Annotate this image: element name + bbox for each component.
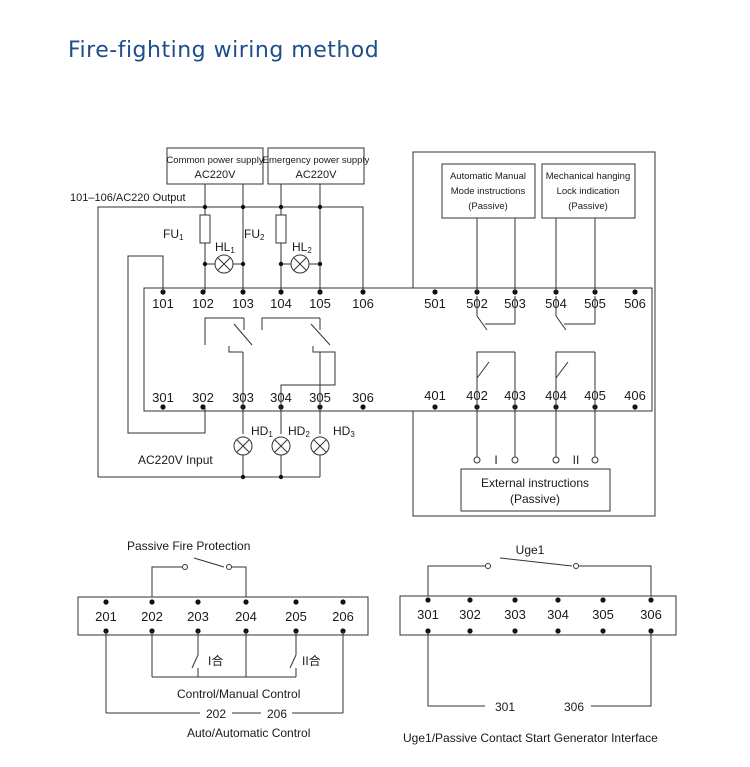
- main-terminal-strip: [143, 287, 653, 412]
- passive-fire-label: Passive Fire Protection: [127, 539, 250, 553]
- main-top-right-dot-top-0: [432, 289, 438, 295]
- uge-strip-terminal-label: 303: [504, 607, 526, 622]
- fire-terminal-strip: [77, 596, 369, 636]
- fu2-label: FU2: [244, 227, 265, 242]
- ac-input-label: AC220V Input: [138, 453, 213, 467]
- hl2-label: HL2: [292, 240, 312, 255]
- uge-strip-dot-top-1: [467, 597, 473, 603]
- ii-he-label: II合: [302, 653, 321, 668]
- fire-strip-dot-top-1: [149, 599, 155, 605]
- uge-306-label: 306: [564, 700, 584, 714]
- output-label: 101–106/AC220 Output: [70, 192, 186, 204]
- main-top-right-terminal-label: 506: [624, 296, 646, 311]
- external-instructions-box: [460, 468, 611, 512]
- fire-strip-dot-top-4: [293, 599, 299, 605]
- fire-strip-terminal-label: 201: [95, 609, 117, 624]
- main-bottom-right-dot-bottom-0: [432, 404, 438, 410]
- uge-301-label: 301: [495, 700, 515, 714]
- auto-control-label: Auto/Automatic Control: [187, 726, 310, 740]
- hl1-label: HL1: [215, 240, 235, 255]
- main-top-left-dot-top-3: [278, 289, 284, 295]
- main-top-left-terminal-label: 101: [152, 296, 174, 311]
- main-bottom-left-terminal-label: 302: [192, 390, 214, 405]
- common-power-box: [166, 147, 264, 185]
- fire-strip-dot-top-3: [243, 599, 249, 605]
- fu1-fuse: [199, 214, 211, 244]
- auto-manual-label-2: Mode instructions: [451, 186, 526, 197]
- uge-strip-terminal-label: 304: [547, 607, 569, 622]
- fire-206-label: 206: [267, 707, 287, 721]
- main-bottom-left-dot-bottom-0: [160, 404, 166, 410]
- uge-strip-dot-bottom-2: [512, 628, 518, 634]
- control-manual-label: Control/Manual Control: [177, 687, 300, 701]
- uge-strip-terminal-label: 306: [640, 607, 662, 622]
- page-title: Fire-fighting wiring method: [68, 38, 380, 63]
- uge-strip-dot-top-3: [555, 597, 561, 603]
- main-bottom-left-terminal-label: 301: [152, 390, 174, 405]
- fire-strip-dot-top-2: [195, 599, 201, 605]
- auto-manual-box: [441, 163, 536, 219]
- uge-strip-terminal-label: 302: [459, 607, 481, 622]
- auto-manual-label-1: Automatic Manual: [450, 171, 526, 182]
- main-top-left-terminal-label: 104: [270, 296, 292, 311]
- emergency-power-box: [267, 147, 365, 185]
- main-top-left-dot-top-4: [317, 289, 323, 295]
- uge-terminal-strip: [399, 595, 677, 636]
- mechanical-lock-box: [541, 163, 636, 219]
- common-power-label-2: AC220V: [195, 169, 237, 181]
- fire-strip-dot-top-0: [103, 599, 109, 605]
- hd2-label: HD2: [288, 424, 310, 439]
- fire-strip-terminal-label: 203: [187, 609, 209, 624]
- main-top-right-dot-top-5: [632, 289, 638, 295]
- mech-lock-label-3: (Passive): [568, 201, 608, 212]
- main-top-left-dot-top-5: [360, 289, 366, 295]
- fire-strip-dot-top-5: [340, 599, 346, 605]
- uge-strip-dot-top-2: [512, 597, 518, 603]
- main-bottom-left-terminal-label: 306: [352, 390, 374, 405]
- hd1-label: HD1: [251, 424, 273, 439]
- uge1-label: Uge1: [516, 543, 545, 557]
- roman-i-label: I: [494, 453, 497, 467]
- main-top-left-dot-top-2: [240, 289, 246, 295]
- external-instructions-label-1: External instructions: [481, 476, 589, 490]
- emergency-power-label-2: AC220V: [296, 169, 338, 181]
- main-bottom-left-dot-bottom-5: [360, 404, 366, 410]
- uge-strip-dot-bottom-3: [555, 628, 561, 634]
- uge-strip-terminal-label: 305: [592, 607, 614, 622]
- uge-strip-terminal-label: 301: [417, 607, 439, 622]
- main-bottom-right-terminal-label: 406: [624, 388, 646, 403]
- main-bottom-right-terminal-label: 401: [424, 388, 446, 403]
- emergency-power-label-1: Emergency power supply: [263, 155, 370, 166]
- uge-strip-dot-top-5: [648, 597, 654, 603]
- main-top-left-terminal-label: 103: [232, 296, 254, 311]
- uge-strip-dot-bottom-1: [467, 628, 473, 634]
- hd3-label: HD3: [333, 424, 355, 439]
- fu1-label: FU1: [163, 227, 184, 242]
- uge-strip-dot-top-0: [425, 597, 431, 603]
- fu2-fuse: [275, 214, 287, 244]
- mech-lock-label-2: Lock indication: [557, 186, 620, 197]
- mech-lock-label-1: Mechanical hanging: [546, 171, 631, 182]
- common-power-label-1: Common power supply: [166, 155, 263, 166]
- main-top-left-terminal-label: 105: [309, 296, 331, 311]
- main-bottom-left-dot-bottom-1: [200, 404, 206, 410]
- main-top-left-terminal-label: 102: [192, 296, 214, 311]
- fire-strip-terminal-label: 204: [235, 609, 257, 624]
- fire-strip-terminal-label: 202: [141, 609, 163, 624]
- i-he-label: I合: [208, 653, 223, 668]
- auto-manual-label-3: (Passive): [468, 201, 508, 212]
- fire-202-label: 202: [206, 707, 226, 721]
- fire-strip-terminal-label: 205: [285, 609, 307, 624]
- main-top-left-dot-top-1: [200, 289, 206, 295]
- main-top-right-terminal-label: 501: [424, 296, 446, 311]
- main-top-left-terminal-label: 106: [352, 296, 374, 311]
- uge-strip-dot-top-4: [600, 597, 606, 603]
- main-bottom-right-dot-bottom-5: [632, 404, 638, 410]
- fire-strip-terminal-label: 206: [332, 609, 354, 624]
- roman-ii-label: II: [573, 453, 580, 467]
- uge-caption: Uge1/Passive Contact Start Generator Int…: [403, 731, 658, 745]
- external-instructions-label-2: (Passive): [510, 492, 560, 506]
- uge-strip-dot-bottom-4: [600, 628, 606, 634]
